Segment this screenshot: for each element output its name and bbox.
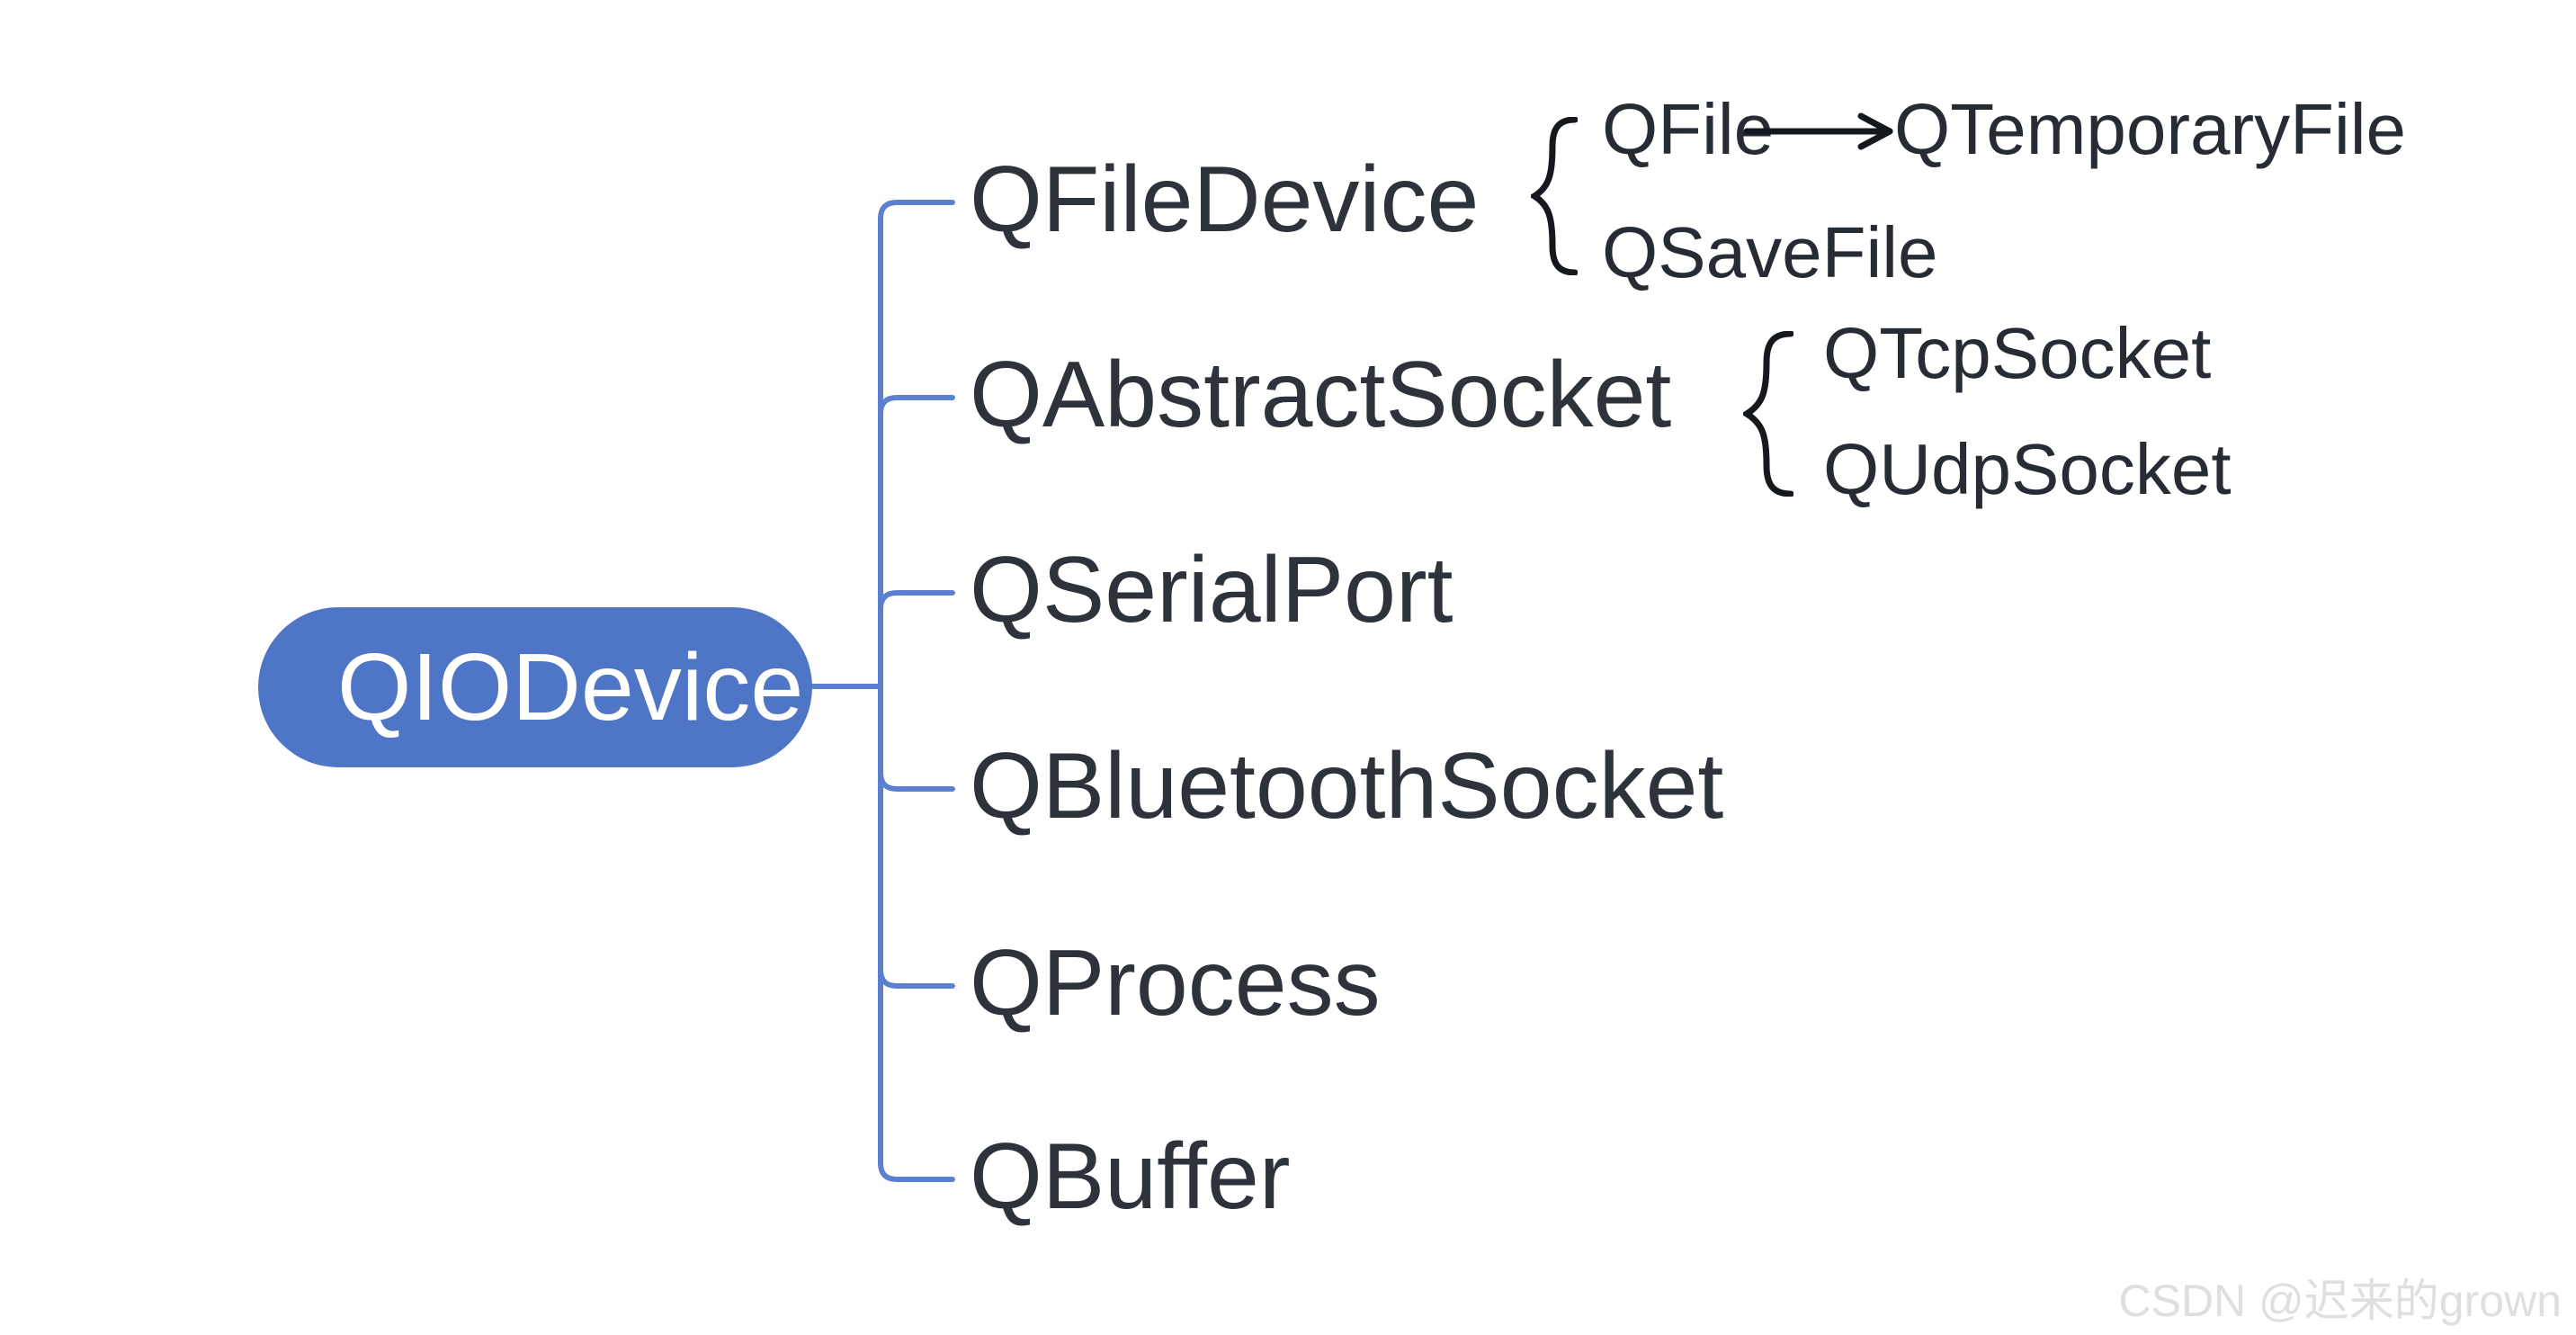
branch-qbuffer: QBuffer <box>970 1124 1291 1230</box>
child-qudpsocket: QUdpSocket <box>1823 429 2232 510</box>
branch-qabstractsocket: QAbstractSocket <box>970 343 1672 448</box>
branch-qserialport: QSerialPort <box>970 538 1453 643</box>
csdn-watermark: CSDN @迟来的grown <box>2118 1276 2562 1326</box>
root-node-qiodevice: QIODevice <box>258 607 812 767</box>
child-qtemporaryfile: QTemporaryFile <box>1894 89 2407 170</box>
arrow-right-icon <box>1743 112 1893 150</box>
curly-brace-icon <box>1743 331 1793 497</box>
curly-brace-icon <box>1531 117 1578 275</box>
branch-qbluetoothsocket: QBluetoothSocket <box>970 734 1724 839</box>
root-node-label: QIODevice <box>337 634 804 740</box>
branch-qprocess: QProcess <box>970 931 1381 1036</box>
child-qtcpsocket: QTcpSocket <box>1823 313 2212 394</box>
child-qsavefile: QSaveFile <box>1602 212 1938 293</box>
branch-qfiledevice: QFileDevice <box>970 148 1480 253</box>
